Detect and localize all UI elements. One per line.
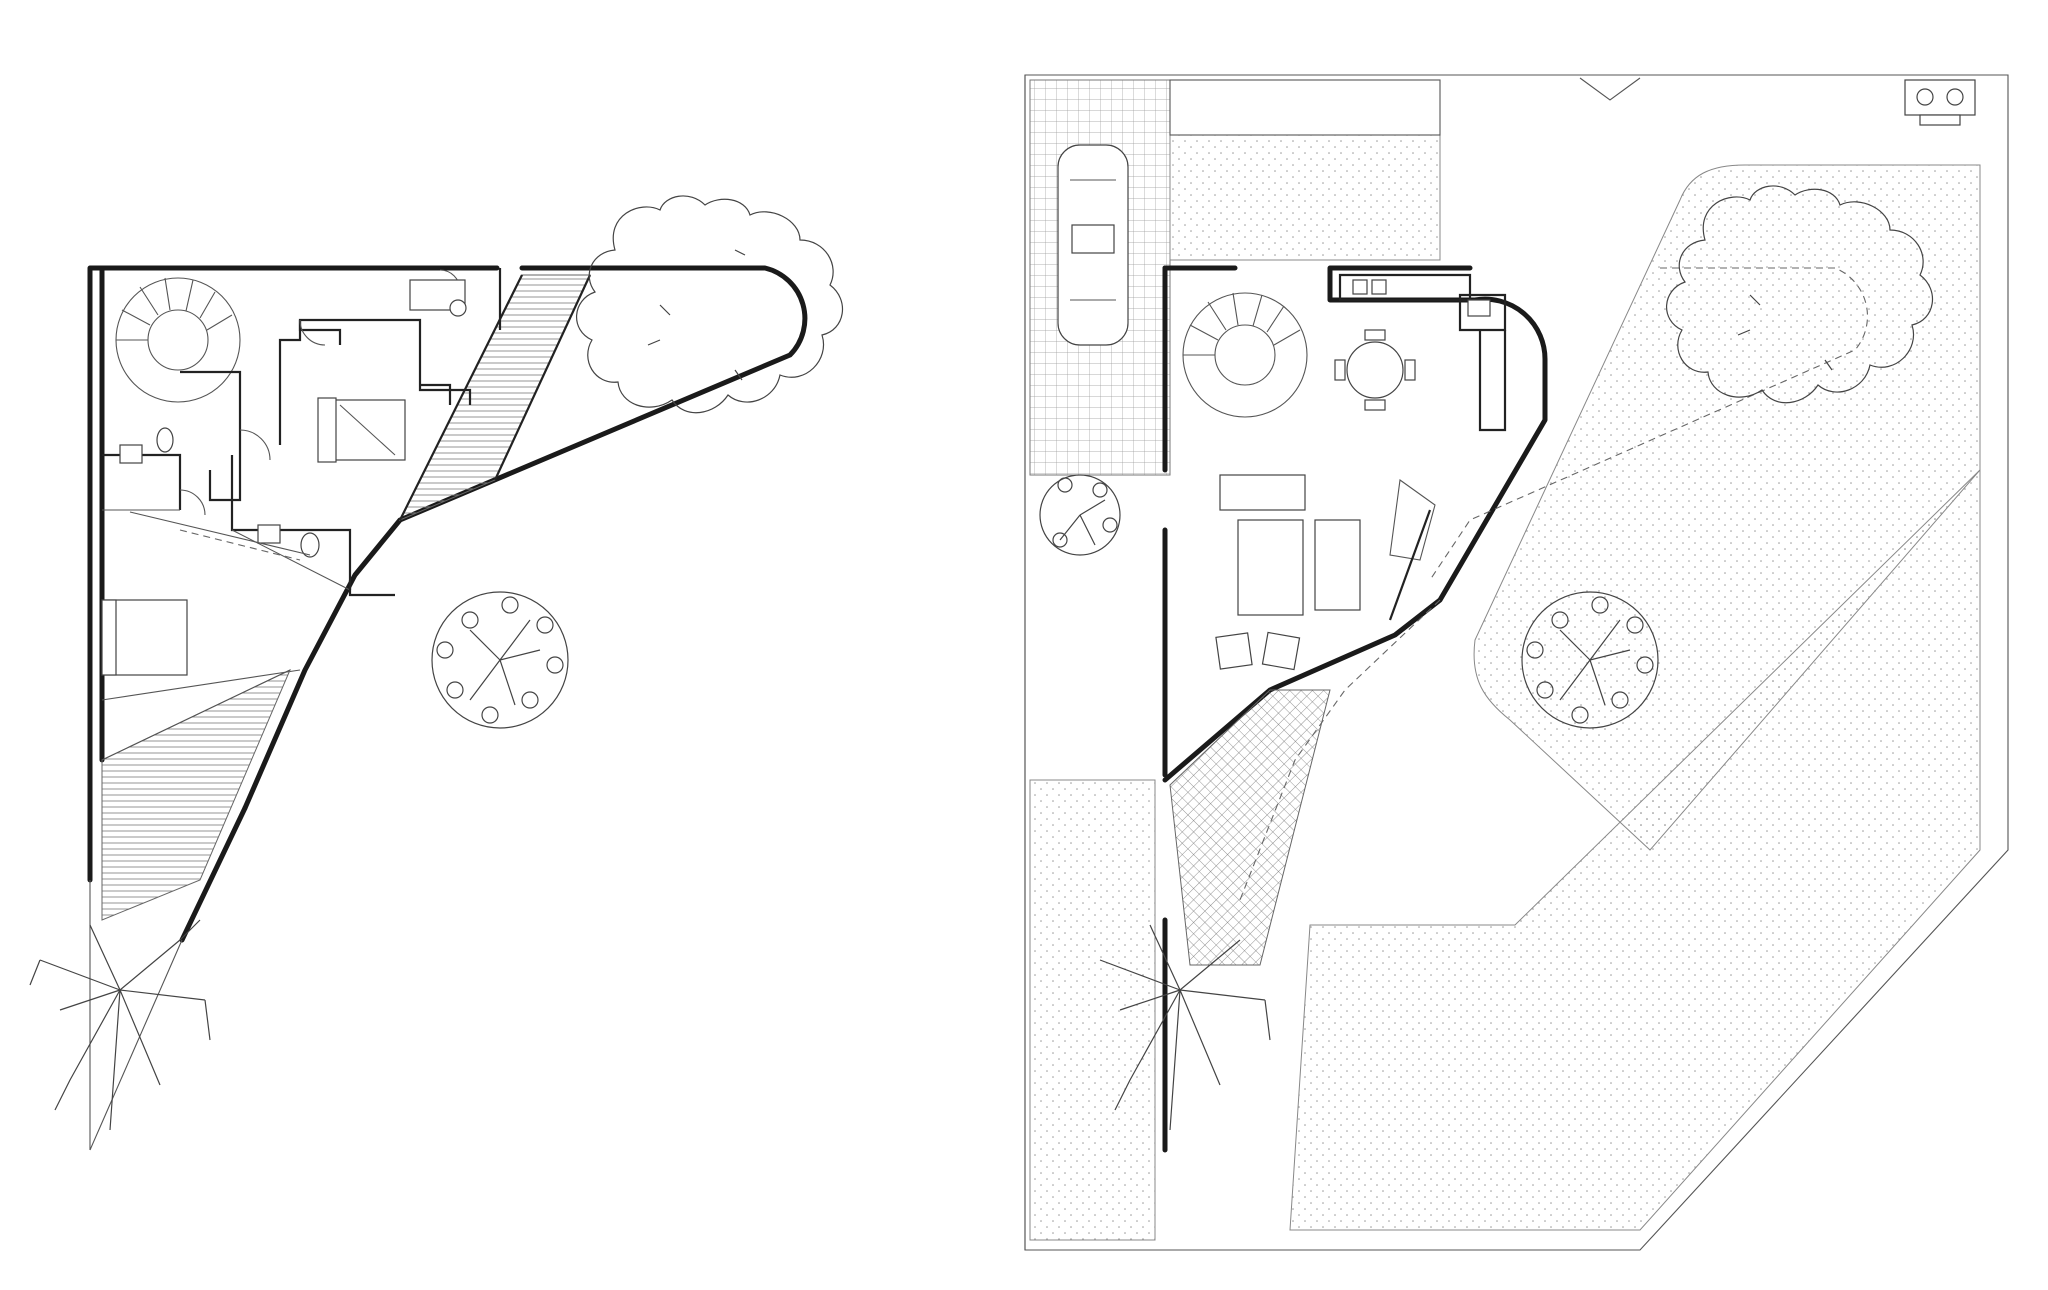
armchair xyxy=(1215,632,1253,670)
lower-terrace xyxy=(101,668,291,921)
tree-branch-icon xyxy=(1521,591,1659,729)
lawn-lower-right xyxy=(1289,468,1981,1231)
tree-branch-icon xyxy=(1099,924,1271,1131)
lawn-left-lower xyxy=(1029,779,1156,1241)
entry-gate xyxy=(1579,77,1641,101)
sink-icon xyxy=(119,444,143,464)
car-icon xyxy=(1057,144,1129,346)
toilet-icon xyxy=(156,427,174,453)
armchair xyxy=(1261,631,1301,671)
tree-branch-icon xyxy=(1039,474,1121,556)
spiral-stair-icon xyxy=(115,277,241,403)
tree-branch-icon xyxy=(29,919,211,1131)
tree-canopy-icon xyxy=(576,195,844,414)
deck-strip xyxy=(398,274,591,521)
sofa-icon xyxy=(1314,519,1361,611)
living-room xyxy=(1215,474,1436,671)
tree-canopy-icon xyxy=(1666,185,1934,404)
spiral-stair-icon xyxy=(1182,292,1308,418)
bedroom-upper xyxy=(317,397,406,463)
toilet-icon xyxy=(300,532,320,558)
bedroom-lower xyxy=(101,509,311,701)
lawn-top xyxy=(1169,134,1441,261)
sink-icon xyxy=(257,524,281,544)
sofa-icon xyxy=(1219,474,1306,511)
lawn-right xyxy=(1473,164,1981,851)
house-exterior-wall xyxy=(1162,265,1548,783)
chair xyxy=(449,299,467,317)
coffee-table xyxy=(1237,519,1304,616)
upper-floor-outline xyxy=(1239,267,1868,901)
sink-icon xyxy=(1467,299,1491,317)
bathroom-fixtures xyxy=(119,427,320,558)
site-ground-floor-plan xyxy=(1024,74,2009,1251)
exterior-wall-lower-diagonal xyxy=(179,805,248,943)
exterior-wall xyxy=(87,265,808,883)
utility-box xyxy=(1904,79,1976,126)
upper-floor-plan xyxy=(29,195,844,1151)
paving-crosshatch xyxy=(1169,689,1331,966)
desk xyxy=(409,279,466,311)
kitchen xyxy=(1338,273,1507,432)
dining-table-icon xyxy=(1334,329,1416,411)
tree-branch-icon xyxy=(431,591,569,729)
